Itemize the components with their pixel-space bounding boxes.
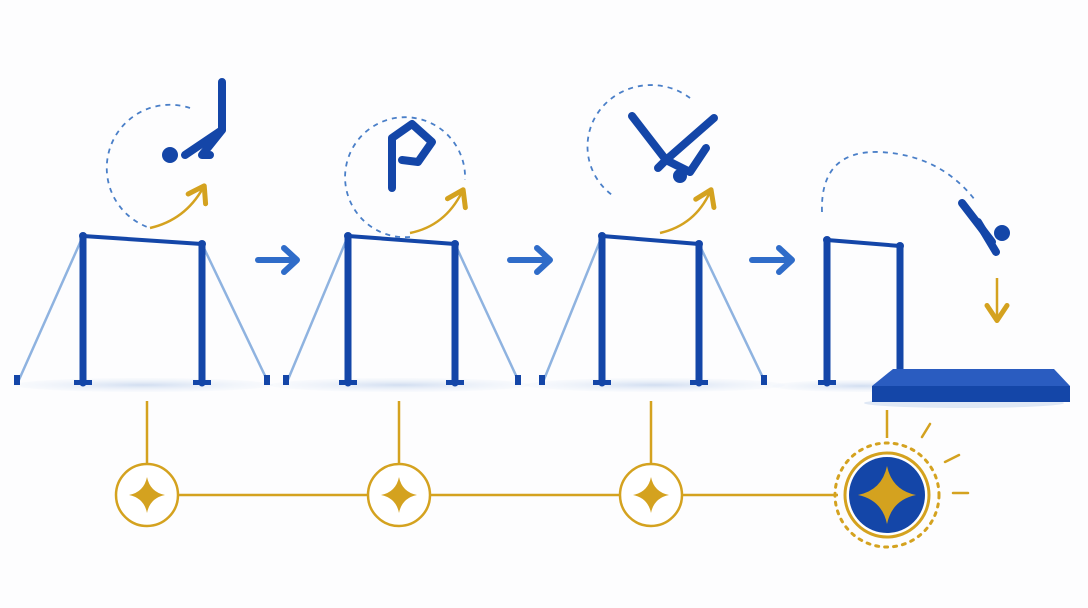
arrow-right-icon: [749, 245, 795, 275]
floor-shadow: [270, 378, 530, 392]
four-point-star-icon: [858, 466, 916, 524]
milestone-timeline: [114, 401, 970, 549]
gymnast-dismount-icon: [958, 199, 1010, 256]
stage-1: [13, 78, 273, 392]
stage-3: [525, 84, 785, 392]
floor-shadow: [525, 378, 785, 392]
landing-mat: [864, 369, 1070, 408]
high-bar-apparatus: [14, 232, 270, 387]
gymnast-pike-icon: [628, 112, 718, 183]
milestone-4-highlight: [833, 422, 970, 549]
high-bar-apparatus: [818, 236, 904, 387]
motion-arrow-gold: [409, 187, 468, 235]
rotation-path-dashed: [105, 103, 191, 229]
arrow-right-icon: [507, 245, 553, 275]
arrow-right-icon: [255, 245, 300, 275]
floor-shadow: [13, 378, 273, 392]
burst-rays: [920, 422, 970, 495]
milestone-3: [618, 462, 684, 528]
four-point-star-icon: [381, 477, 417, 513]
high-bar-apparatus: [283, 232, 521, 387]
four-point-star-icon: [633, 477, 669, 513]
rotation-path-dashed: [344, 116, 466, 239]
flight-path-dashed: [821, 151, 976, 213]
motion-arrow-gold: [149, 183, 209, 230]
gymnast-tuck-icon: [388, 120, 436, 192]
high-bar-apparatus: [539, 232, 767, 387]
four-point-star-icon: [129, 477, 165, 513]
gymnast-hang-icon: [162, 78, 226, 163]
motion-arrow-gold: [659, 187, 717, 235]
stage-2: [270, 116, 530, 392]
milestone-1: [114, 462, 180, 528]
stage-4: [772, 151, 1070, 408]
milestone-2: [366, 462, 432, 528]
